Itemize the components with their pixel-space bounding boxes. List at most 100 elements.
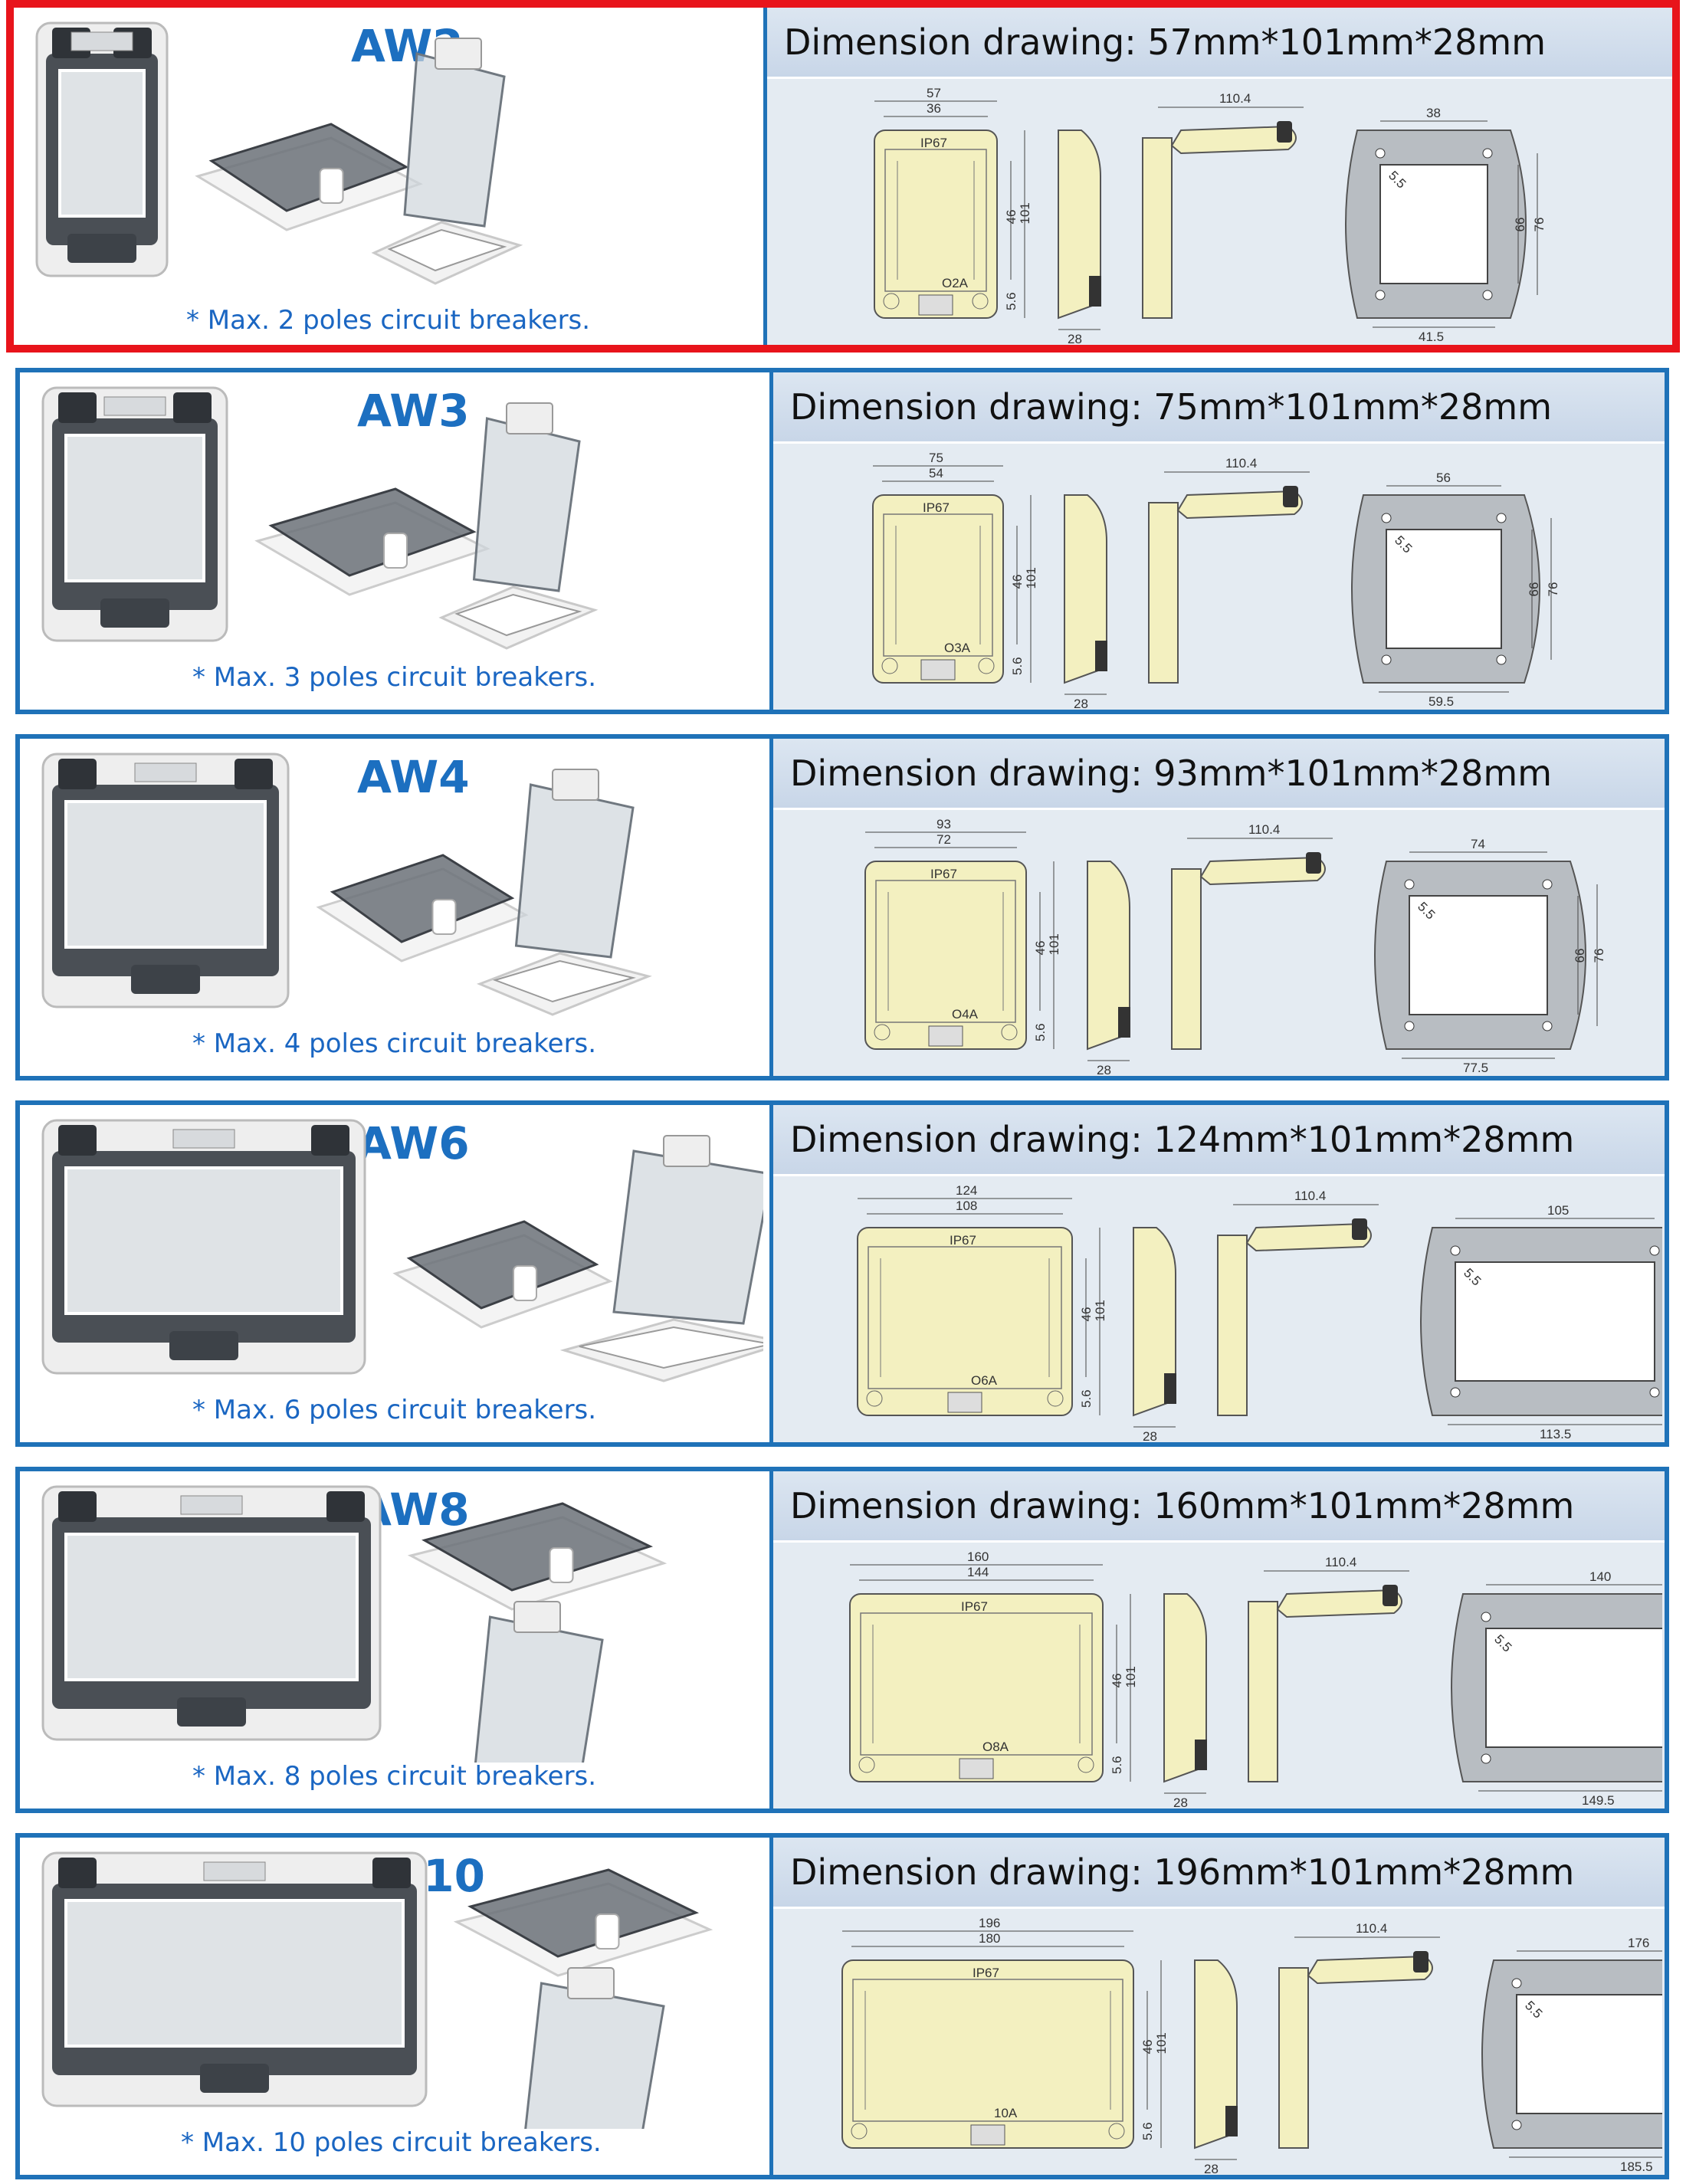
front-height-inner-dim: 46 [1033,941,1048,956]
max-poles-note: * Max. 3 poles circuit breakers. [192,662,597,693]
model-name: AW4 [357,751,470,803]
front-inner-dim: 36 [927,101,941,116]
open-cover-photo [524,1967,665,2129]
cutout-top-dim: 140 [1589,1569,1611,1584]
cutout-bottom-dim: 113.5 [1540,1427,1571,1441]
open-length-dim: 110.4 [1325,1555,1356,1569]
front-height-dim: 101 [1024,567,1038,589]
dimension-title: Dimension drawing: 124mm*101mm*28mm [790,1119,1575,1160]
front-height-inner-dim: 46 [1110,1674,1124,1688]
front-height-inner-dim: 46 [1010,575,1025,589]
front-width-dim: 124 [956,1183,977,1198]
max-poles-note: * Max. 8 poles circuit breakers. [192,1761,597,1792]
front-rating-text: O3A [944,641,971,655]
front-height-inner-dim: 46 [1004,210,1018,225]
side-view-drawing: 28 [1087,861,1130,1076]
closed-cover-photo [195,123,423,231]
open-cover-photo [559,1135,763,1382]
front-rating-text: O6A [971,1373,998,1388]
dimension-title: Dimension drawing: 196mm*101mm*28mm [790,1851,1575,1893]
front-inner-dim: 180 [979,1931,1000,1946]
open-length-dim: 110.4 [1248,822,1280,837]
side-depth-dim: 28 [1204,2162,1219,2175]
open-view-drawing: 110.4 [1248,1555,1409,1782]
product-card-aw4[interactable]: AW4* Max. 4 poles circuit breakers.Dimen… [15,734,1669,1081]
front-view-photo [41,753,290,1008]
front-height-dim: 101 [1154,2032,1169,2054]
cutout-bottom-dim: 59.5 [1429,694,1454,709]
front-bottom-dim: 5.6 [1079,1389,1094,1408]
open-length-dim: 110.4 [1219,91,1251,106]
product-photos [41,386,599,650]
closed-cover-photo [254,487,490,596]
front-width-dim: 75 [929,451,943,465]
cutout-h2-dim: 76 [1546,582,1560,597]
dimension-header: Dimension drawing: 160mm*101mm*28mm [773,1471,1665,1543]
cutout-h1-dim: 66 [1527,582,1541,597]
product-card-aw6[interactable]: AW6* Max. 6 poles circuit breakers. Dimen… [15,1100,1669,1447]
product-card-aw10[interactable]: AW10* Max. 10 poles circuit breakers.Dim… [15,1833,1669,2179]
cutout-bottom-dim: 77.5 [1463,1061,1488,1075]
front-bottom-dim: 5.6 [1033,1023,1048,1041]
dimension-title: Dimension drawing: 57mm*101mm*28mm [784,21,1547,63]
product-photo-panel: AW2* Max. 2 poles circuit breakers. [14,8,763,345]
dimension-header: Dimension drawing: 196mm*101mm*28mm [773,1838,1665,1909]
open-length-dim: 110.4 [1294,1189,1326,1203]
model-name: AW3 [357,385,470,437]
cutout-h1-dim: 66 [1573,949,1587,963]
dimension-title: Dimension drawing: 75mm*101mm*28mm [790,386,1553,428]
open-cover-photo [371,38,523,285]
dimension-title: Dimension drawing: 93mm*101mm*28mm [790,753,1553,794]
open-length-dim: 110.4 [1356,1921,1387,1936]
product-photo-panel: AW10* Max. 10 poles circuit breakers. [20,1838,769,2175]
front-inner-dim: 54 [929,466,943,480]
open-cover-photo [476,769,652,1016]
front-inner-dim: 108 [956,1199,977,1213]
front-label-text: IP67 [950,1233,976,1248]
cutout-top-dim: 105 [1547,1203,1569,1218]
front-bottom-dim: 5.6 [1004,292,1018,310]
product-card-aw3[interactable]: AW3 * Max. 3 poles circuit breakers. Dimen… [15,368,1669,714]
front-label-text: IP67 [930,867,957,881]
closed-cover-photo [407,1502,668,1611]
open-view-drawing: 110.4 [1148,456,1310,684]
side-view-drawing: 28 [1133,1227,1176,1442]
open-view-drawing: 110.4 [1171,822,1333,1050]
side-depth-dim: 28 [1143,1429,1157,1442]
front-inner-dim: 144 [967,1565,989,1579]
product-card-aw8[interactable]: AW8* Max. 8 poles circuit breakers.Dimen… [15,1467,1669,1813]
product-photo-panel: AW4* Max. 4 poles circuit breakers. [20,739,769,1076]
closed-cover-photo [316,854,529,962]
panel-divider [763,8,767,345]
product-photo-panel: AW6* Max. 6 poles circuit breakers. [20,1105,769,1442]
side-depth-dim: 28 [1068,332,1082,345]
open-view-drawing: 110.4 [1278,1921,1440,2149]
cutout-h1-dim: 66 [1513,218,1527,232]
product-photos [35,21,523,285]
side-depth-dim: 28 [1173,1795,1188,1809]
product-photos [41,1119,763,1382]
side-view-drawing: 28 [1194,1959,1238,2175]
front-rating-text: O4A [952,1007,979,1021]
dimension-header: Dimension drawing: 57mm*101mm*28mm [767,8,1672,79]
max-poles-note: * Max. 10 poles circuit breakers. [181,2127,602,2158]
front-inner-dim: 72 [936,832,951,847]
front-bottom-dim: 5.6 [1110,1756,1124,1774]
dimension-drawing: IP67O6A124108461015.628110.4105113.56676… [857,1183,1662,1442]
front-label-text: IP67 [973,1966,999,1980]
front-view-photo [41,1485,382,1741]
product-card-aw2[interactable]: AW2* Max. 2 poles circuit breakers. Dimen… [6,0,1680,353]
